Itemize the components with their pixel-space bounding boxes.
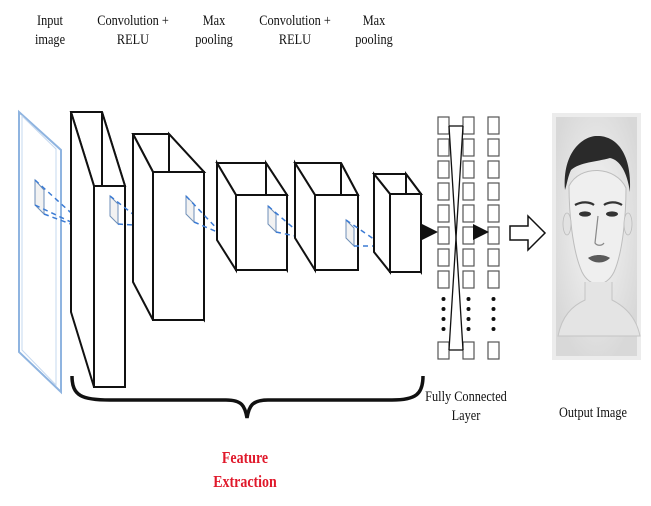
conv2-feature-map: [215, 159, 306, 274]
output-arrow-icon: [509, 214, 547, 252]
feature-extraction-label: Feature Extraction: [213, 448, 277, 491]
fc-connections: [448, 125, 464, 351]
pool1-feature-map: [131, 131, 223, 323]
conv2-label: Convolution + RELU: [259, 13, 331, 48]
fc-column-1: [437, 116, 450, 360]
final-feature-map: [371, 171, 423, 275]
fc-column-1-ellipsis: [441, 297, 446, 331]
conv1-feature-map: [69, 111, 149, 388]
fc-column-3: [487, 116, 500, 360]
output-image-label: Output Image: [559, 405, 627, 421]
feature-extraction-brace: [70, 375, 425, 419]
input-image-plane: [18, 109, 93, 395]
fc-column-2-ellipsis: [466, 297, 471, 331]
pool2-label: Max pooling: [355, 13, 393, 48]
fully-connected-label: Fully Connected Layer: [425, 389, 507, 424]
input-image-label: Input image: [34, 13, 66, 48]
pool1-label: Max pooling: [195, 13, 233, 48]
fc-column-3-ellipsis: [491, 297, 496, 331]
output-face-image: [552, 113, 641, 360]
fc-column-2: [462, 116, 475, 360]
pool2-feature-map: [293, 159, 385, 274]
conv1-label: Convolution + RELU: [97, 13, 169, 48]
